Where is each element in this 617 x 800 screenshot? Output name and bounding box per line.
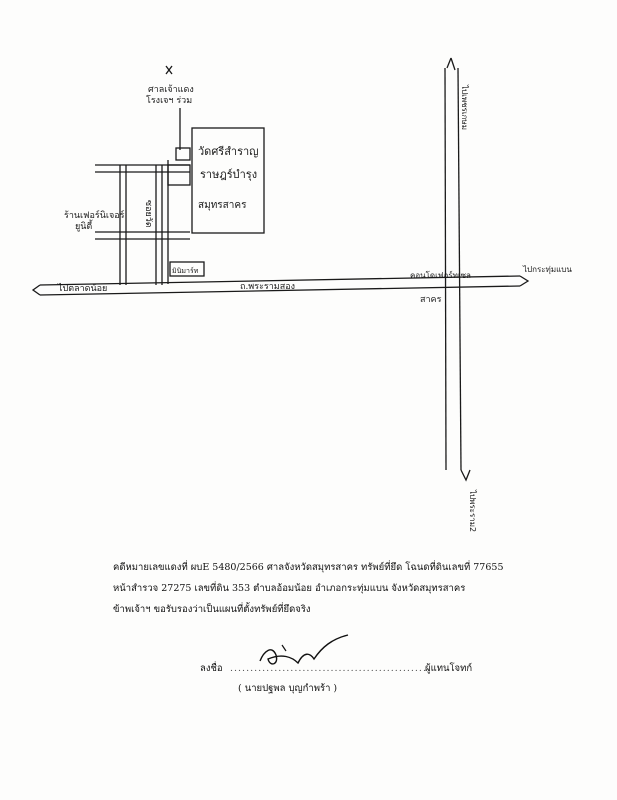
west-arrow: [31, 284, 41, 296]
svg-text:โรงเจฯ ร่วม: โรงเจฯ ร่วม: [146, 95, 192, 106]
svg-text:สมุทรสาคร: สมุทรสาคร: [198, 200, 247, 211]
svg-text:สาคร: สาคร: [420, 295, 442, 305]
north-arrow: [446, 57, 456, 71]
vertical-road-right-edge: [457, 67, 462, 471]
temple-name: วัดศรีสำราญ: [198, 145, 259, 158]
svg-text:ยูนิตี้: ยูนิตี้: [75, 219, 93, 232]
signature-line: ........................................…: [230, 663, 431, 674]
main-road-bottom-edge: [39, 285, 521, 296]
south-destination-label: ไปพระราม2: [468, 489, 477, 532]
east-arrow: [519, 275, 530, 287]
left-building-label: ร้านเฟอร์นิเจอร์: [64, 209, 125, 221]
svg-text:ราษฎร์บำรุง: ราษฎร์บำรุง: [200, 168, 257, 181]
landmark-top-label: ศาลเจ้าแดง: [148, 84, 194, 95]
location-sketch-map: ศาลเจ้าแดง โรงเจฯ ร่วม วัดศรีสำราญ ราษฎร…: [31, 57, 572, 532]
east-destination-label: ไปกระทุ่มแบน: [522, 265, 572, 274]
mini-mart-box: [169, 261, 205, 277]
side-road-label: ซอยวัด: [143, 200, 153, 228]
small-building-label: มินิมาร์ท: [172, 267, 199, 275]
case-line-1: คดีหมายเลขแดงที่ ผบE 5480/2566 ศาลจังหวั…: [113, 562, 504, 573]
junction-label: คอนโดเฟอร์ทเซล: [410, 270, 471, 280]
vertical-road-left-edge: [444, 67, 447, 471]
main-road-label: ถ.พระรามสอง: [240, 282, 295, 292]
case-line-2: หน้าสำรวจ 27275 เลขที่ดิน 353 ตำบลอ้อมน้…: [113, 583, 466, 594]
signer-name: ( นายปฐพล บุญกำพร้า ): [238, 683, 338, 694]
north-destination-label: ไปเพชรเกษม: [460, 84, 469, 130]
west-destination-label: ไปตลาดน้อย: [57, 283, 107, 294]
role-label: ผู้แทนโจทก์: [425, 663, 473, 674]
sign-label: ลงชื่อ: [200, 663, 223, 674]
south-arrow: [460, 469, 471, 482]
temple-plot: [191, 127, 265, 234]
handwritten-signature: [259, 634, 349, 665]
certification-line: ข้าพเจ้าฯ ขอรับรองว่าเป็นแผนที่ตั้งทรัพย…: [113, 604, 311, 615]
